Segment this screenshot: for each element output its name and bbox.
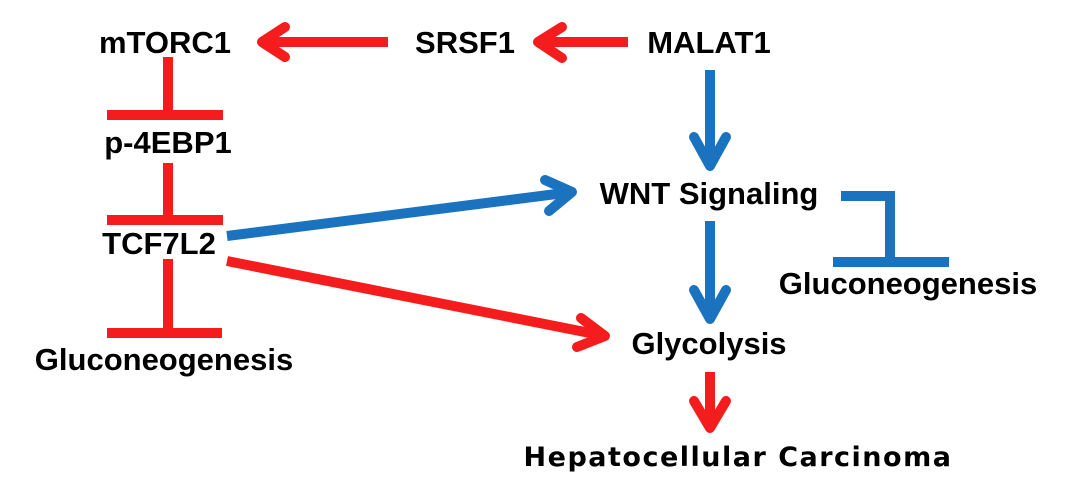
node-glycolysis: Glycolysis	[631, 326, 786, 361]
arrow-tcf7l2-to-glycolysis	[226, 256, 610, 352]
node-hepatocellular-carcinoma: Hepatocellular Carcinoma	[524, 442, 953, 473]
node-gluconeogenesis-left: Gluconeogenesis	[35, 342, 293, 377]
arrow-glycolysis-to-hcc	[689, 372, 731, 433]
inhibit-mtorc1-p4ebp1	[107, 57, 223, 120]
arrow-wnt-to-glycolysis	[689, 221, 731, 324]
node-malat1: MALAT1	[647, 25, 770, 60]
node-p4ebp1: p-4EBP1	[104, 125, 231, 160]
arrow-srsf1-to-mtorc1	[257, 22, 388, 62]
node-wnt-signaling: WNT Signaling	[600, 176, 819, 211]
inhibit-tcf7l2-gluconeogenesis	[107, 259, 222, 338]
arrow-tcf7l2-to-wnt	[226, 175, 577, 241]
inhibit-wnt-gluconeogenesis	[833, 191, 949, 267]
node-gluconeogenesis-right: Gluconeogenesis	[779, 266, 1037, 301]
arrow-malat1-to-srsf1	[533, 22, 628, 63]
node-srsf1: SRSF1	[415, 25, 515, 60]
node-tcf7l2: TCF7L2	[102, 226, 216, 261]
node-mtorc1: mTORC1	[99, 25, 231, 60]
inhibit-p4ebp1-tcf7l2	[107, 163, 223, 225]
arrow-malat1-to-wnt	[689, 70, 731, 171]
